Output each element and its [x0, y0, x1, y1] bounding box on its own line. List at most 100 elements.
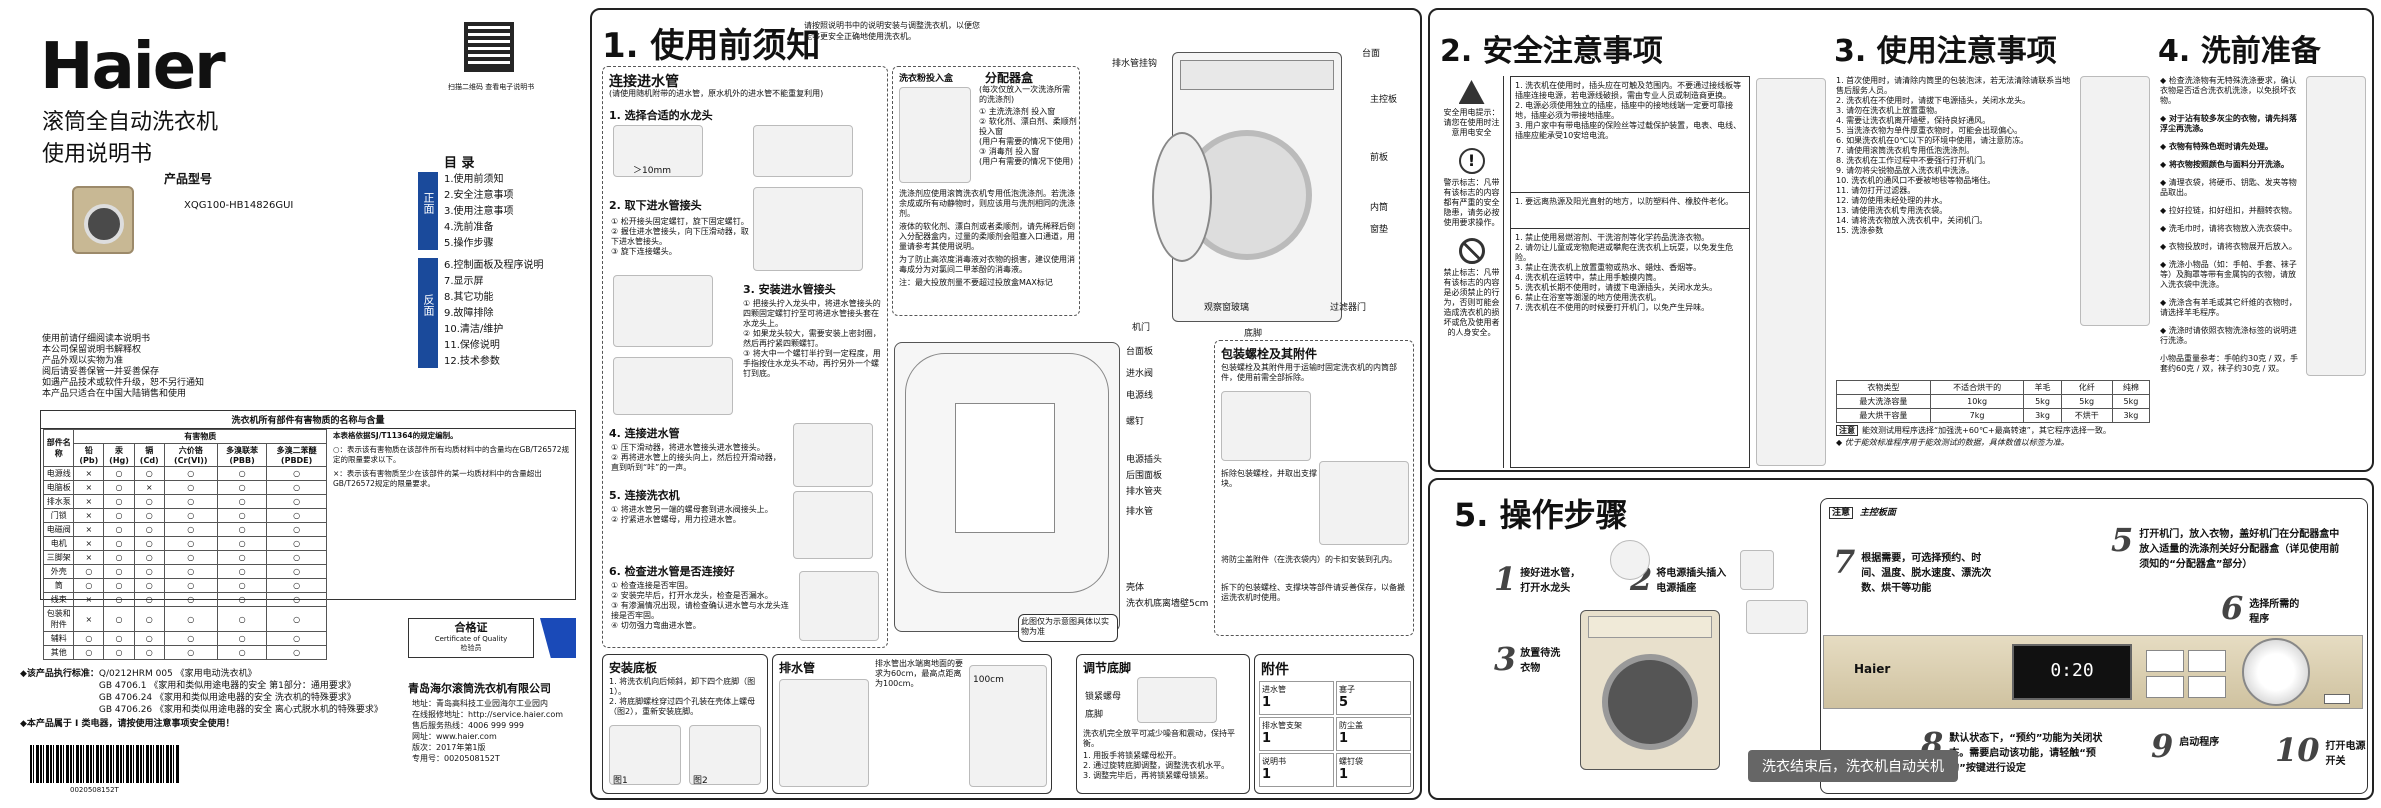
function-button[interactable] — [2146, 650, 2184, 672]
sec3-item: 4. 需要让洗衣机离开墙壁，保持良好通风。 — [1836, 116, 1991, 125]
drain-height-label: 100cm — [973, 675, 1004, 685]
toc-item[interactable]: 9.故障排除 — [444, 308, 494, 319]
dispenser-desc-1: 洗涤剂应使用滚筒洗衣机专用低泡洗涤剂。若洗涤余成或所有动静物时，则应该用与洗剂相… — [899, 189, 1075, 218]
substance-cell: ○ — [73, 564, 105, 579]
label-rear-panel: 后围面板 — [1126, 471, 1163, 481]
substance-cell: ○ — [216, 522, 268, 537]
power-button[interactable] — [2324, 694, 2350, 704]
safety-illustration — [1756, 78, 1826, 466]
company-info: 地址：青岛高科技工业园海尔工业园内 在线报修地址：http://service.… — [412, 698, 582, 764]
step-6-list: ① 检查连接是否牢固。 ② 安装完毕后，打开水龙头，检查是否漏水。 ③ 有渗漏情… — [611, 581, 791, 631]
function-button[interactable] — [2188, 676, 2226, 698]
step-3-item: ① 把接头拧入龙头中，将进水管接头的四颗固定螺钉拧至可将进水管接头套在水龙头上。 — [743, 299, 881, 328]
substance-row: 其他○○○○○○ — [42, 645, 327, 660]
accessory-name: 排水管支架 — [1262, 721, 1302, 730]
label-cabinet: 壳体 — [1126, 583, 1145, 593]
sec3-item: 9. 请勿将尖锐物品放入洗衣机中洗涤。 — [1836, 166, 1975, 175]
sec3-note: 注意能效测试用程序选择“加强洗+60℃+最高转速”，其它程序选择一致。 ◆ 优于… — [1836, 425, 2150, 448]
substance-cell: ○ — [266, 522, 327, 537]
cover-panel: Haier 滚筒全自动洗衣机 使用说明书 产品型号 XQG100-HB14826… — [0, 0, 585, 808]
substance-header: 汞 (Hg) — [103, 443, 135, 467]
cover-notes: 使用前请仔细阅读本说明书 本公司保留说明书解释权 产品外观以实物为准 阅后请妥善… — [42, 334, 204, 400]
substance-part: 筒 — [42, 578, 75, 593]
perf-cell: 10kg — [1929, 394, 2025, 409]
function-button[interactable] — [2188, 650, 2226, 672]
accessory-name: 塞子 — [1339, 685, 1355, 694]
substance-cell: ○ — [133, 606, 165, 632]
substance-cell: ○ — [266, 564, 327, 579]
substance-cell: ○ — [266, 578, 327, 593]
adjust-item: 1. 用扳手将锁紧螺母松开。 — [1083, 751, 1182, 760]
substance-cell: ○ — [103, 631, 135, 646]
label-wall-gap: 洗衣机底离墙壁5cm — [1126, 599, 1209, 609]
toc-item[interactable]: 8.其它功能 — [444, 292, 494, 303]
sec3-item: 15. 洗涤参数 — [1836, 226, 1884, 235]
edition: 版次：2017年第1版 — [412, 743, 486, 752]
substance-cell: ○ — [133, 564, 165, 579]
sec2-item: 2. 请勿让儿童或宠物爬进或攀爬在洗衣机上玩耍，以免发生危险。 — [1515, 243, 1734, 262]
dispenser-item: (用户有需要的情况下使用) — [979, 137, 1074, 146]
substance-part: 电磁阀 — [42, 522, 75, 537]
sec4-item: ◆ 洗涤时请依照衣物洗涤标签的说明进行洗涤。 — [2160, 326, 2297, 345]
dispenser-drawing — [899, 87, 971, 183]
step-1-block: 1 接好进水管，打开水龙头 — [1494, 560, 1586, 598]
substance-cell: ○ — [163, 480, 218, 495]
substance-cell: ○ — [133, 494, 165, 509]
step-6: 6. 检查进水管是否连接好 — [609, 565, 735, 578]
sec4-item: 小物品重量参考：手帕约30克 / 双，手套约60克 / 双，袜子约30克 / 双… — [2160, 354, 2298, 373]
label-front-panel: 前板 — [1370, 153, 1389, 163]
toc-back-tag: 反面 — [418, 258, 438, 368]
note-text: 能效测试用程序选择“加强洗+60℃+最高转速”，其它程序选择一致。 — [1862, 426, 2111, 435]
install-fig-2 — [689, 725, 761, 785]
toc-item[interactable]: 5.操作步骤 — [444, 238, 494, 249]
substance-cell: ○ — [73, 645, 105, 660]
install-item: 2. 将底脚螺栓穿过四个孔装在壳体上螺母（图2），重新安装底脚。 — [609, 697, 756, 716]
sec2-item: 3. 禁止在洗衣机上放置重物或热水、蜡烛、香烟等。 — [1515, 263, 1702, 272]
sec2-side-column: 安全用电提示：请您在使用时注意用电安全 ! 警示标志：凡带有该标志的内容都有严重… — [1440, 76, 1504, 468]
toc-item[interactable]: 10.清洁/维护 — [444, 324, 504, 335]
substance-part: 辅料 — [42, 631, 75, 646]
label-power-cord: 电源线 — [1126, 391, 1154, 401]
repair-url[interactable]: 在线报修地址：http://service.haier.com — [412, 710, 564, 719]
toc-item[interactable]: 12.技术参数 — [444, 356, 500, 367]
substance-cell: ○ — [73, 631, 105, 646]
faucet-size-label: ＞10mm — [633, 166, 671, 176]
substance-cell: ○ — [103, 466, 135, 481]
substance-part: 其他 — [42, 645, 75, 660]
substance-cell: ○ — [266, 550, 327, 565]
connect-drawing — [793, 423, 873, 487]
substance-cell: ○ — [163, 522, 218, 537]
sec3-item: 12. 请勿使用未经处理的井水。 — [1836, 196, 1948, 205]
program-knob[interactable] — [2242, 638, 2310, 706]
label-drain-clamp: 排水管夹 — [1126, 487, 1163, 497]
cover-note: 产品外观以实物为准 — [42, 356, 124, 366]
toc-item[interactable]: 11.保修说明 — [444, 340, 500, 351]
sec2-group-1: 1. 洗衣机在使用时，插头应在可触及范围内。不要通过接线板等插座连接电源，若电源… — [1511, 77, 1749, 193]
accessory-qty: 5 — [1339, 695, 1349, 710]
dispenser-desc-3: 为了防止高浓度消毒液对衣物的损害，建议使用消毒成分为对氯间二甲苯酚的消毒液。 — [899, 255, 1075, 274]
step-7-block: 7 根据需要，可选择预约、时间、温度、脱水速度、漂洗次数、烘干等功能 — [1833, 543, 1991, 594]
adjust-desc: 洗衣机完全放平可减少噪音和震动，保持平衡。 — [1083, 729, 1235, 748]
toc-item[interactable]: 1.使用前须知 — [444, 174, 504, 185]
function-button[interactable] — [2146, 676, 2184, 698]
adjust-label-nut: 锁紧螺母 — [1085, 692, 1122, 702]
accessory-qty: 1 — [1262, 695, 1272, 710]
water-pipe-title: 连接进水管 — [609, 74, 679, 90]
toc-item[interactable]: 7.显示屏 — [444, 276, 484, 287]
substance-part: 电源线 — [42, 466, 75, 481]
faucet-drawing-2 — [753, 125, 853, 177]
toc-item[interactable]: 2.安全注意事项 — [444, 190, 514, 201]
substance-row: 门锁×○○○○○ — [42, 508, 327, 523]
bolt-drawing — [1221, 391, 1311, 461]
bolt-drawing-2 — [1319, 461, 1409, 545]
toc-item[interactable]: 6.控制面板及程序说明 — [444, 260, 544, 271]
substance-cell: ○ — [133, 631, 165, 646]
accessory-name: 螺钉袋 — [1339, 757, 1363, 766]
substance-row: 辅料○○○○○○ — [42, 631, 327, 646]
substance-cell: × — [73, 508, 105, 523]
website[interactable]: 网址：www.haier.com — [412, 732, 497, 741]
step-text: 打开机门，放入衣物，盖好机门在分配器盒中放入适量的洗涤剂关好分配器盒（详见使用前… — [2139, 529, 2340, 570]
toc-item[interactable]: 3.使用注意事项 — [444, 206, 514, 217]
toc-item[interactable]: 4.洗前准备 — [444, 222, 494, 233]
